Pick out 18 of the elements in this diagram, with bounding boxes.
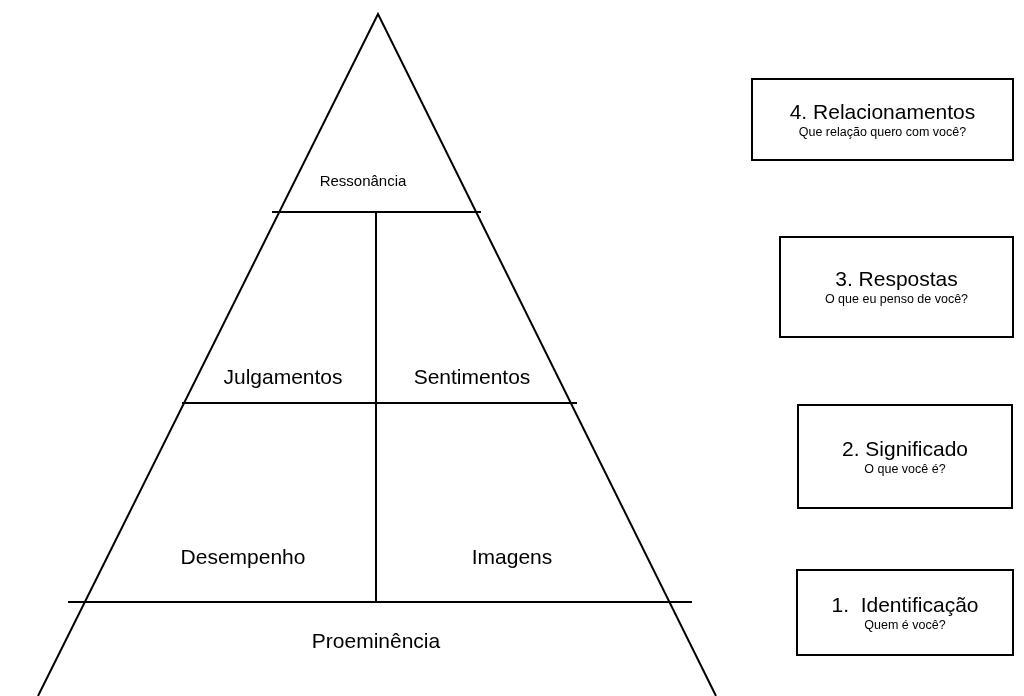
pyramid-level-label: Julgamentos xyxy=(223,365,343,387)
pyramid-level-label: Proeminência xyxy=(311,629,441,651)
pyramid-level-label: Sentimentos xyxy=(413,365,531,387)
pyramid-level-label: Ressonância xyxy=(319,172,407,188)
pyramid-level-label: Imagens xyxy=(471,545,553,567)
level-title: 2. Significado xyxy=(841,435,969,462)
pyramid-level-label: Desempenho xyxy=(180,545,306,567)
level-box xyxy=(751,78,1014,161)
level-title: 1. Identificação xyxy=(831,591,979,618)
level-box xyxy=(796,569,1014,656)
level-question: O que eu penso de você? xyxy=(824,292,969,308)
level-box xyxy=(797,404,1013,509)
level-box xyxy=(779,236,1014,338)
level-question: O que você é? xyxy=(864,461,946,478)
level-question: Que relação quero com você? xyxy=(798,124,967,141)
level-title: 3. Respostas xyxy=(835,266,958,293)
level-title: 4. Relacionamentos xyxy=(789,98,976,125)
level-question: Quem é você? xyxy=(864,617,946,634)
